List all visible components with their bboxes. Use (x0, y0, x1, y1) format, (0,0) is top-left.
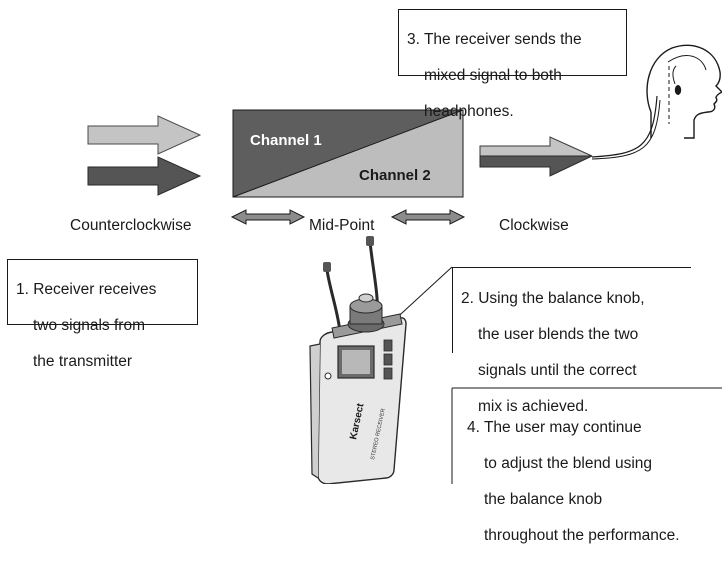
step-2-line-4: mix is achieved. (478, 398, 589, 415)
step-3-note: 3. The receiver sends the mixed signal t… (398, 9, 627, 120)
double-arrow-left (230, 209, 306, 225)
bodypack-receiver-icon: Karsect STEREO RECEIVER (309, 236, 407, 484)
step-4-line-2: to adjust the blend using (484, 455, 653, 472)
step-1-note: 1. Receiver receives two signals from th… (7, 259, 198, 370)
head-with-earphones-icon (646, 44, 722, 139)
step-3-line-1: 3. The receiver sends the (407, 31, 582, 48)
step-1-line-1: 1. Receiver receives (16, 281, 157, 298)
midpoint-label: Mid-Point (309, 217, 375, 234)
diagram-canvas: Karsect STEREO RECEIVER (87, 44, 722, 484)
output-arrow (479, 136, 593, 177)
step-2-line-1: 2. Using the balance knob, (461, 290, 645, 307)
step-4-note: 4. The user may continue to adjust the b… (453, 389, 722, 544)
clockwise-label: Clockwise (499, 217, 569, 234)
step-1-line-3: the transmitter (33, 353, 133, 370)
step-4-line-1: 4. The user may continue (467, 419, 642, 436)
step-3-line-2: mixed signal to both (424, 67, 562, 84)
double-arrow-right (390, 209, 466, 225)
counterclockwise-label: Counterclockwise (70, 217, 192, 234)
step-4-line-4: throughout the performance. (484, 527, 680, 544)
step-1-line-2: two signals from (33, 317, 145, 334)
step-4-line-3: the balance knob (484, 491, 603, 508)
channel-2-label: Channel 2 (359, 167, 431, 184)
step-2-note: 2. Using the balance knob, the user blen… (452, 267, 691, 415)
step-3-line-3: headphones. (424, 103, 514, 120)
channel-blend-box (232, 109, 464, 198)
input-arrow-dark (87, 156, 202, 196)
step-2-line-3: signals until the correct (478, 362, 637, 379)
input-arrow-light (87, 115, 202, 155)
headphone-cable (591, 95, 658, 158)
step-2-line-2: the user blends the two (478, 326, 639, 343)
channel-1-label: Channel 1 (250, 132, 322, 149)
